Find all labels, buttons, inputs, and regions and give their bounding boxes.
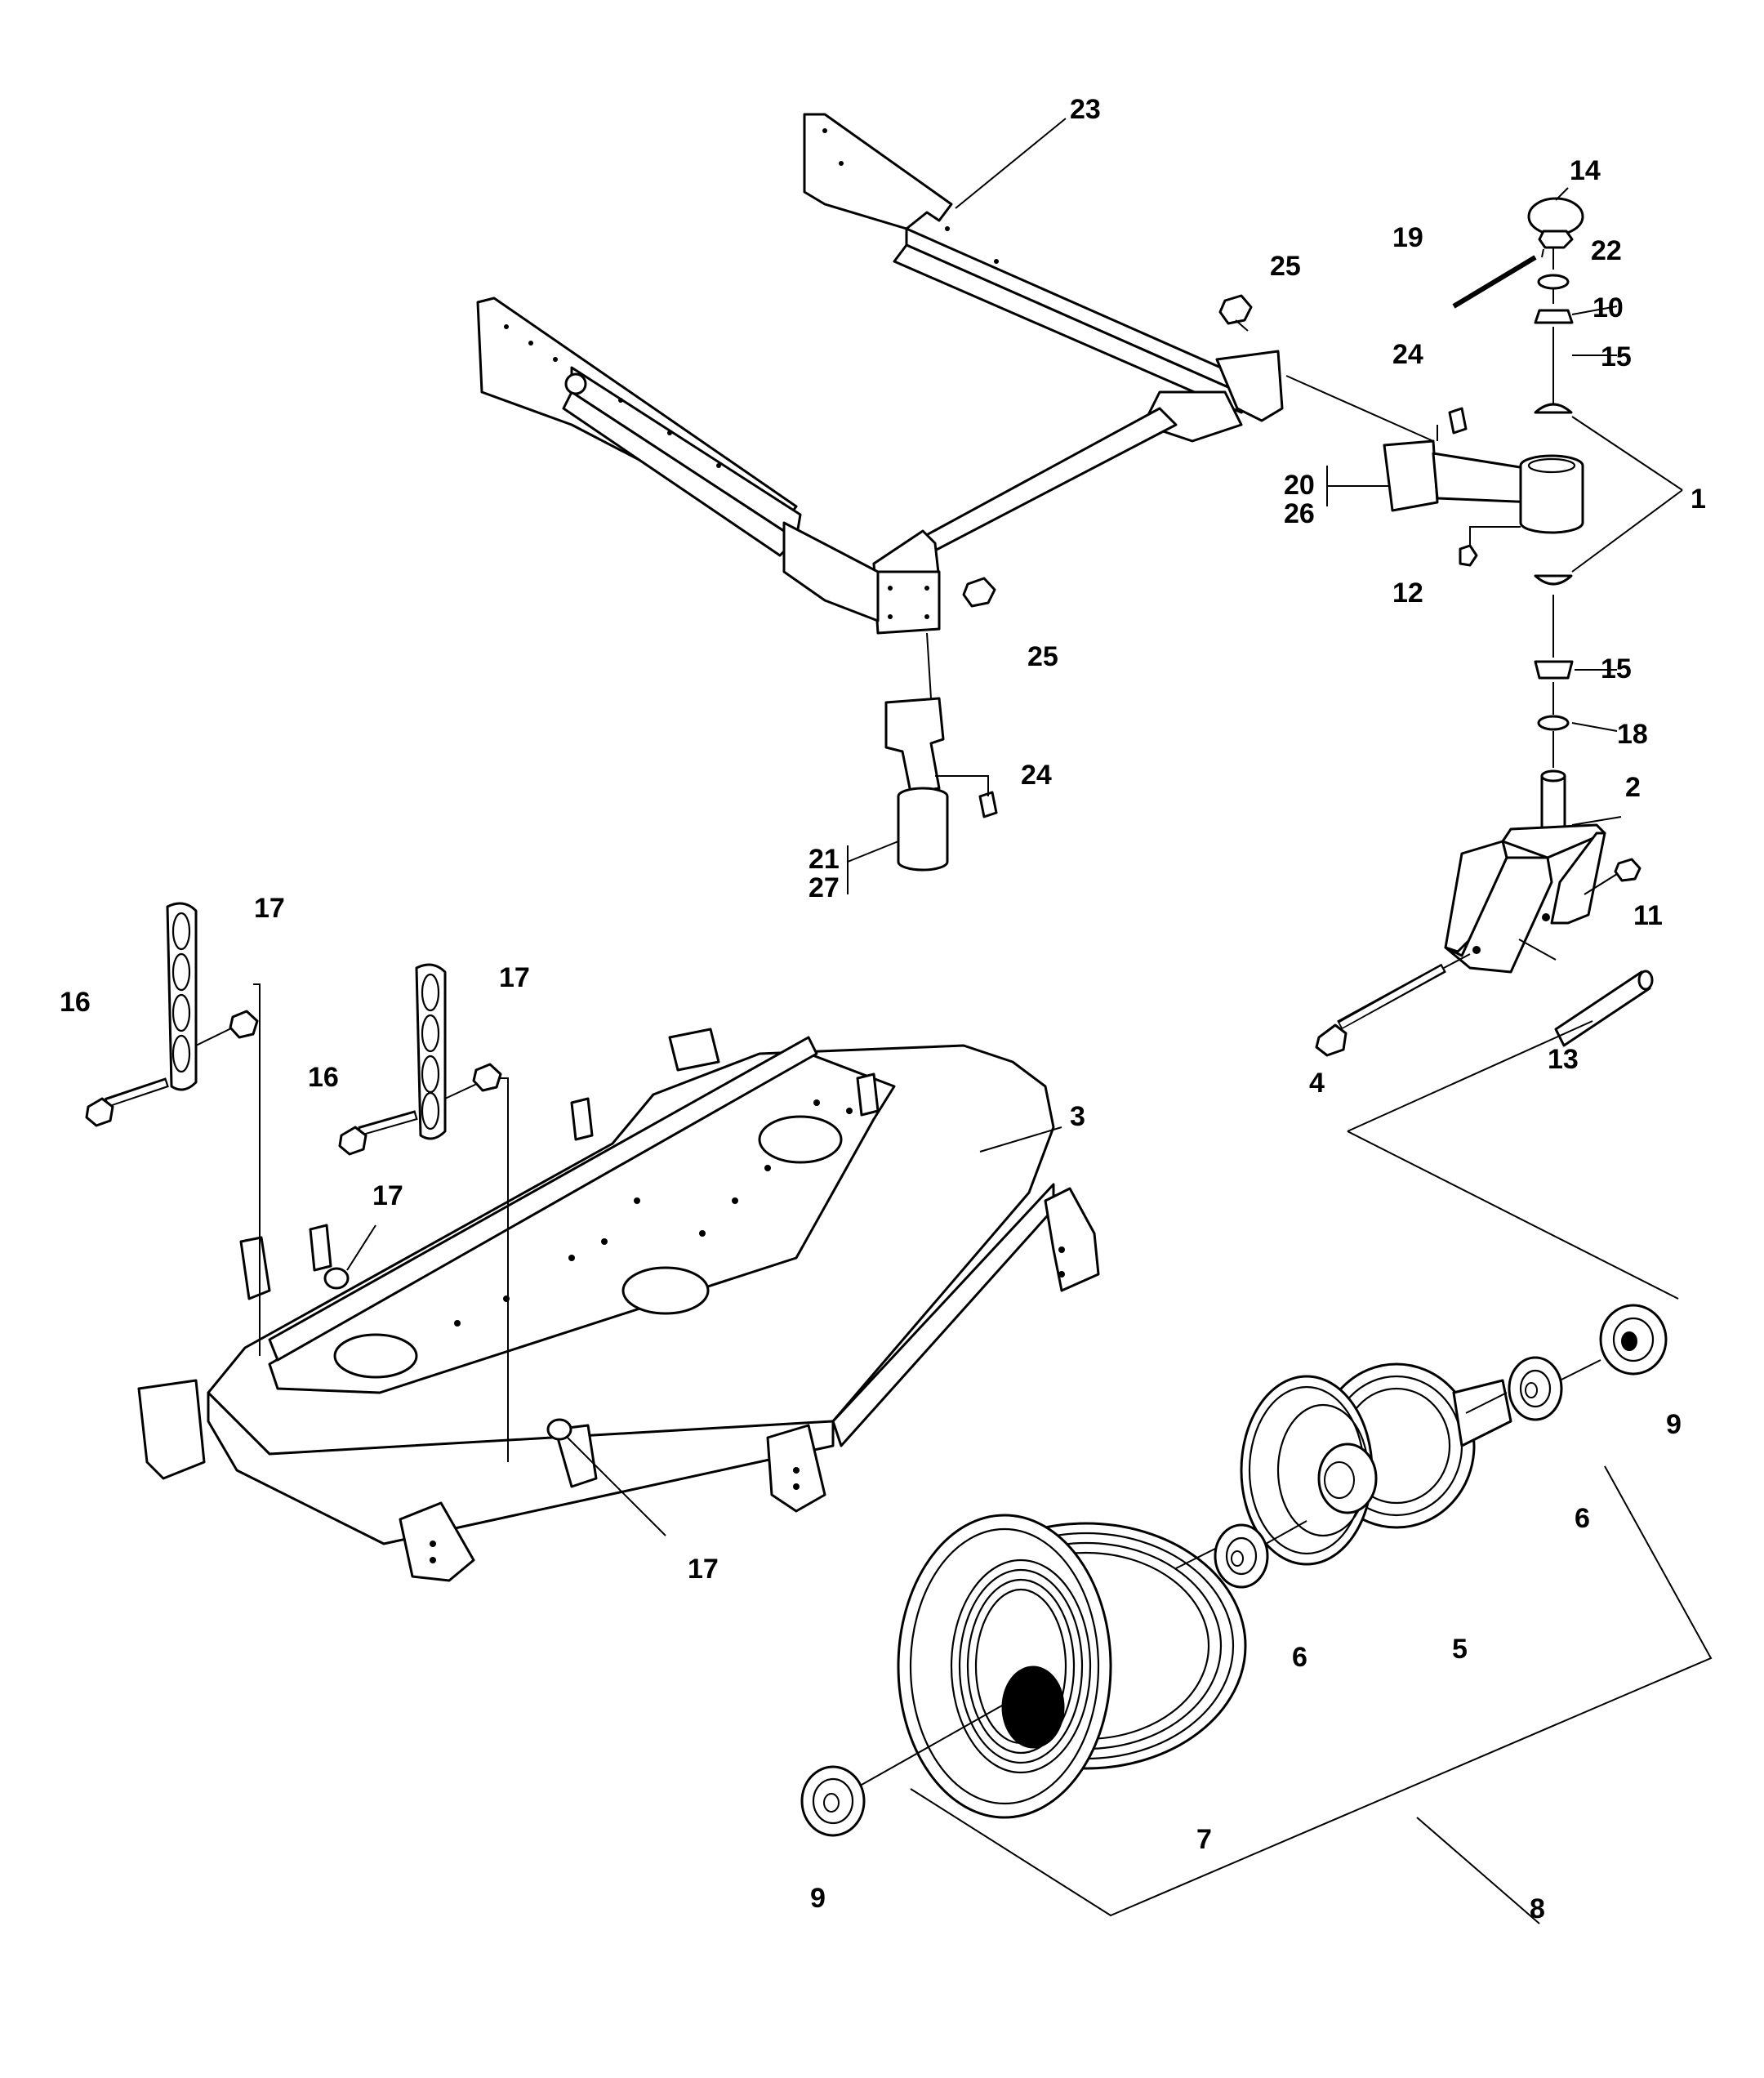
callout-15b: 15	[1601, 653, 1632, 684]
callout-17b: 17	[499, 962, 530, 993]
callout-9b: 9	[1666, 1409, 1682, 1440]
cotter-pin	[1452, 255, 1537, 309]
mower-deck	[137, 1028, 1100, 1582]
deck-support-frame	[476, 113, 1284, 635]
wheel-bearing-outer-right	[1599, 1304, 1668, 1376]
wheel-rim	[1240, 1362, 1512, 1566]
tire	[897, 1514, 1247, 1819]
callout-11: 11	[1633, 900, 1663, 931]
wheel-bearing-inner-right	[1508, 1356, 1601, 1421]
frame-nut-upper	[1218, 294, 1253, 332]
callout-6b: 6	[1575, 1503, 1590, 1534]
chain-nut-top-right	[472, 1063, 509, 1462]
callout-24b: 24	[1021, 760, 1052, 791]
callout-7: 7	[1196, 1824, 1212, 1855]
chain-bolt-left	[85, 1027, 234, 1127]
callout-labels: 1 2 3 4 5 6 6 7 8 9 9 10 11 12 13 14 15 …	[60, 94, 1706, 1924]
callout-24a: 24	[1392, 339, 1423, 370]
callout-17c: 17	[372, 1180, 403, 1211]
callout-9a: 9	[810, 1883, 826, 1914]
caster-arm-right	[1285, 375, 1584, 567]
callout-17d: 17	[688, 1554, 719, 1585]
callout-3: 3	[1070, 1101, 1085, 1132]
caster-spindle-stack	[1527, 197, 1584, 768]
caster-fork	[1444, 769, 1606, 974]
callout-8: 8	[1530, 1893, 1545, 1924]
lift-chain-right	[415, 963, 447, 1140]
callout-5: 5	[1452, 1634, 1468, 1665]
callout-2: 2	[1625, 772, 1641, 803]
callout-1: 1	[1690, 484, 1706, 515]
callout-18: 18	[1617, 719, 1648, 750]
chain-nut-top-left	[229, 983, 261, 1356]
callout-6a: 6	[1292, 1642, 1307, 1673]
callout-27: 27	[808, 872, 840, 903]
callout-21: 21	[808, 844, 840, 875]
callout-15a: 15	[1601, 341, 1632, 372]
wheel-bearing-inner-left	[1214, 1520, 1307, 1589]
wheel-assembly-bracket	[910, 1020, 1713, 1924]
callout-23: 23	[1070, 94, 1101, 125]
callout-14: 14	[1570, 155, 1601, 186]
callout-10: 10	[1592, 292, 1624, 323]
callout-16b: 16	[308, 1062, 339, 1093]
callout-13: 13	[1548, 1044, 1579, 1075]
callout-20: 20	[1284, 470, 1315, 501]
callout-leaders	[847, 118, 1683, 1153]
lift-chain-left	[166, 902, 198, 1091]
deck-nut-right	[546, 1418, 666, 1536]
frame-nut-lower	[962, 577, 996, 608]
callout-26: 26	[1284, 498, 1315, 529]
callout-16a: 16	[60, 987, 91, 1018]
callout-22: 22	[1591, 235, 1622, 266]
wheel-bearing-outer-left	[800, 1694, 1022, 1837]
caster-arm-left	[884, 632, 998, 872]
fork-nut	[1584, 858, 1642, 895]
callout-25b: 25	[1027, 641, 1058, 672]
axle-spacer-tube	[1518, 939, 1654, 1047]
callout-19: 19	[1392, 222, 1423, 253]
callout-17a: 17	[254, 893, 285, 924]
fork-bolt	[1315, 953, 1471, 1057]
callout-12: 12	[1392, 577, 1423, 609]
chain-bolt-right	[338, 1081, 481, 1156]
deck-nut-left	[323, 1224, 376, 1290]
callout-4: 4	[1309, 1068, 1325, 1099]
callout-25a: 25	[1270, 251, 1301, 282]
